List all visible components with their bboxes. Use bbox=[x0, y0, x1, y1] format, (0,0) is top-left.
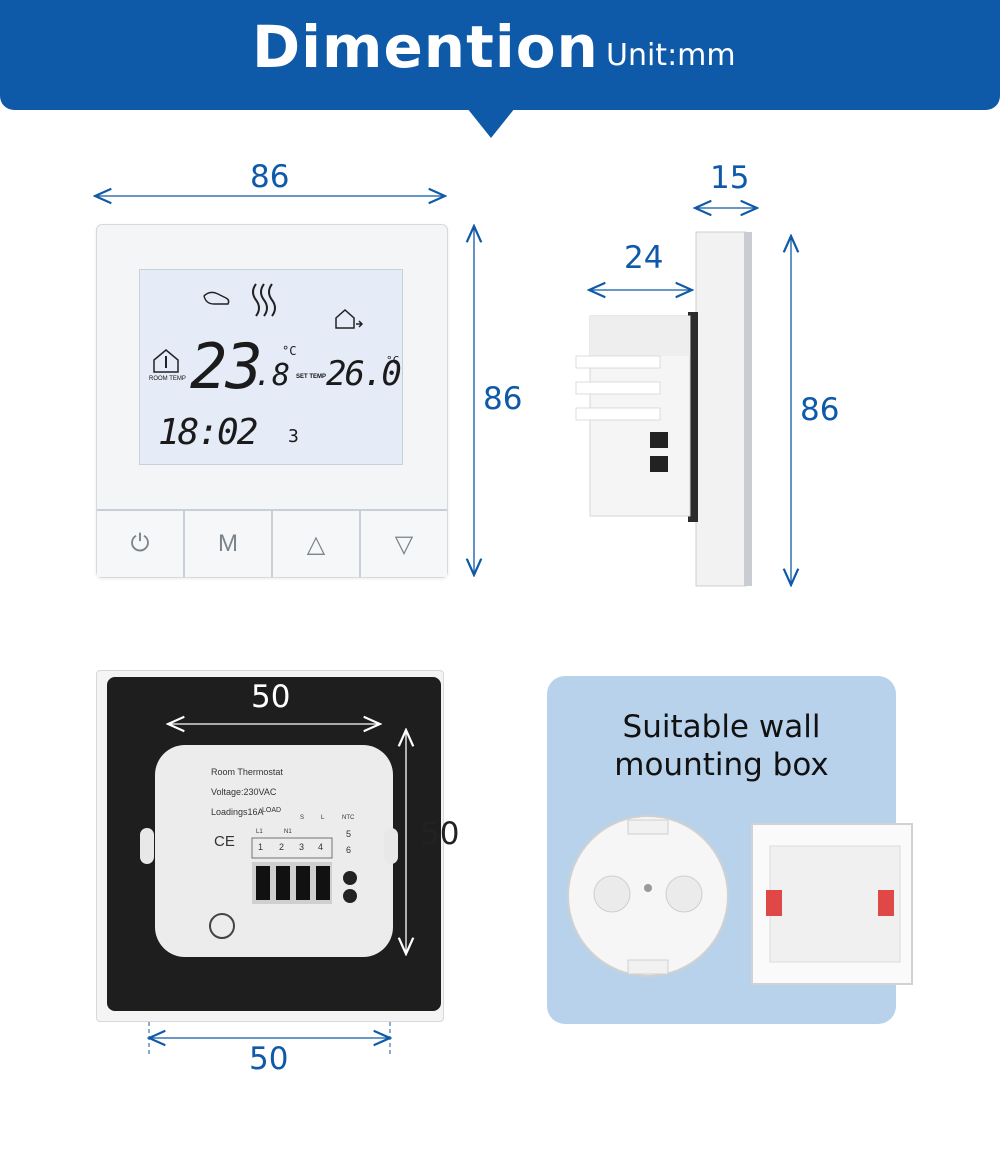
module-title: Room Thermostat bbox=[211, 767, 283, 777]
module-voltage: Voltage:230VAC bbox=[211, 787, 277, 797]
room-house-icon bbox=[153, 349, 179, 373]
set-temp: 26.0 bbox=[326, 354, 402, 394]
power-button[interactable]: ⏻ bbox=[97, 509, 185, 577]
front-height-label: 86 bbox=[483, 381, 523, 417]
back-right-label: 50 bbox=[420, 816, 460, 852]
side-faceplate bbox=[695, 231, 747, 587]
module-load: LOAD bbox=[262, 807, 282, 814]
lcd-icons bbox=[153, 283, 364, 373]
weekday: 3 bbox=[288, 426, 299, 447]
module-loadings: Loadings16A bbox=[211, 807, 264, 817]
away-house-icon bbox=[335, 308, 355, 329]
side-height-label: 86 bbox=[800, 392, 840, 428]
terminal-2: 2 bbox=[279, 842, 285, 852]
set-temp-label: SET TEMP bbox=[296, 374, 327, 380]
heat-icon bbox=[252, 283, 276, 317]
mode-button[interactable]: M bbox=[185, 509, 273, 577]
terminal-module bbox=[155, 745, 393, 957]
set-temp-unit: °C bbox=[386, 354, 400, 367]
terminal-4: 4 bbox=[318, 842, 324, 852]
back-top-label: 50 bbox=[251, 679, 291, 715]
mode-icon: M bbox=[218, 530, 238, 557]
header-banner bbox=[0, 0, 1000, 110]
mounting-box-line2: mounting box bbox=[614, 747, 829, 783]
lcd-screen: 23 .8 °C ROOM TEMP SET TEMP 26.0 °C 18:0… bbox=[139, 269, 403, 465]
terminal-6: 6 bbox=[346, 845, 352, 855]
room-temp-decimal: .8 bbox=[254, 358, 291, 393]
down-button[interactable]: ▽ bbox=[361, 509, 447, 577]
button-row: ⏻ M △ ▽ bbox=[97, 509, 447, 577]
module-l1: L1 bbox=[256, 829, 263, 835]
round-box bbox=[567, 815, 729, 977]
up-icon: △ bbox=[306, 530, 326, 558]
front-width-label: 86 bbox=[250, 159, 290, 195]
ce-mark: CE bbox=[214, 833, 235, 850]
side-body-label: 24 bbox=[624, 240, 664, 276]
hand-icon bbox=[203, 291, 230, 305]
down-icon: ▽ bbox=[394, 530, 414, 558]
room-temp-label: ROOM TEMP bbox=[149, 376, 186, 382]
header-pointer bbox=[467, 108, 515, 138]
unit-label: Unit:mm bbox=[606, 38, 736, 73]
back-bottom-label: 50 bbox=[249, 1041, 289, 1077]
room-temp: 23 bbox=[190, 330, 263, 403]
module-ntc: NTC bbox=[342, 815, 355, 821]
mounting-box-line1: Suitable wall bbox=[622, 709, 821, 745]
module-l: L bbox=[321, 815, 325, 821]
module-n1: N1 bbox=[284, 829, 292, 835]
terminal-3: 3 bbox=[299, 842, 305, 852]
terminal-1: 1 bbox=[258, 842, 264, 852]
side-depth-label: 15 bbox=[710, 160, 750, 196]
terminal-5: 5 bbox=[346, 829, 352, 839]
thermostat-front: 23 .8 °C ROOM TEMP SET TEMP 26.0 °C 18:0… bbox=[96, 224, 448, 578]
room-temp-unit: °C bbox=[282, 344, 297, 358]
power-icon: ⏻ bbox=[130, 530, 150, 557]
up-button[interactable]: △ bbox=[273, 509, 361, 577]
module-s: S bbox=[300, 815, 305, 821]
clock: 18:02 bbox=[158, 412, 258, 453]
page-title: Dimention bbox=[252, 13, 599, 81]
